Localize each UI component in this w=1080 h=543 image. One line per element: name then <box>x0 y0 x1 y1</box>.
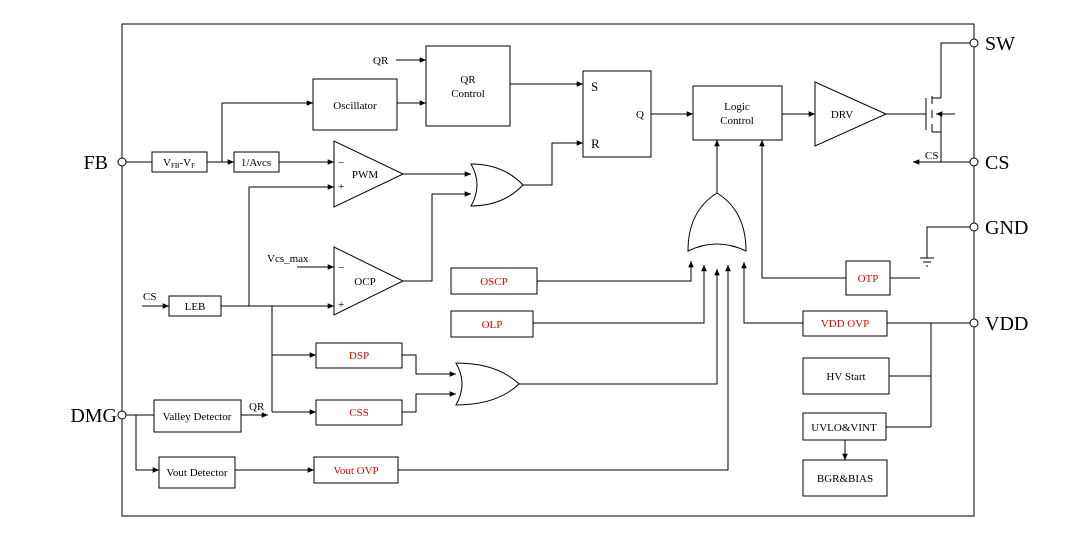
bgr-bias-label: BGR&BIAS <box>817 473 873 485</box>
pin-fb-terminal <box>117 157 127 167</box>
olp-block: OLP <box>450 310 534 338</box>
wires <box>126 42 970 473</box>
ocp-label: OCP <box>354 276 375 288</box>
pin-sw-terminal <box>969 38 979 48</box>
pin-fb-label: FB <box>84 152 108 174</box>
valley-detector-label: Valley Detector <box>163 411 232 423</box>
drv-block: DRV <box>814 81 888 147</box>
or-gate-protections <box>687 192 747 252</box>
olp-label: OLP <box>482 319 503 331</box>
vout-detector-block: Vout Detector <box>158 456 236 489</box>
pin-gnd-terminal <box>969 222 979 232</box>
pin-vdd-terminal <box>969 318 979 328</box>
uvlo-vint-label: UVLO&VINT <box>811 422 877 434</box>
latch-s-label: S <box>591 79 598 94</box>
pwm-label: PWM <box>352 169 379 181</box>
latch-r-label: R <box>591 136 600 151</box>
sr-latch-block: S R Q <box>582 70 652 158</box>
hv-start-label: HV Start <box>826 371 865 383</box>
oscillator-label: Oscillator <box>333 100 377 112</box>
cs-input-label: CS <box>143 291 156 303</box>
valley-detector-block: Valley Detector <box>153 399 242 433</box>
vdd-ovp-block: VDD OVP <box>802 310 888 337</box>
pin-sw-label: SW <box>985 33 1015 55</box>
or-gate-dsp-css <box>455 362 520 406</box>
vfb-sub2: F <box>191 162 195 170</box>
pwm-comparator: − + PWM <box>333 140 405 208</box>
or-gate-pwm-ocp <box>470 163 524 207</box>
css-label: CSS <box>349 407 369 419</box>
logic-label-2: Control <box>720 115 754 127</box>
vout-detector-label: Vout Detector <box>166 467 228 479</box>
pin-cs-terminal <box>969 157 979 167</box>
ocp-comparator: − + OCP <box>333 246 405 316</box>
svg-text:VFB-VF: VFB-VF <box>163 157 195 170</box>
qr-control-block: QR Control <box>425 45 511 127</box>
dsp-block: DSP <box>315 342 403 369</box>
dsp-label: DSP <box>349 350 369 362</box>
vfb-vf-block: VFB-VF <box>151 151 208 173</box>
avcs-block: 1/Avcs <box>233 151 280 173</box>
oscillator-block: Oscillator <box>312 78 398 131</box>
leb-label: LEB <box>185 301 206 313</box>
qr-control-label-1: QR <box>460 74 476 86</box>
pwm-plus: + <box>338 181 344 193</box>
pwm-minus: − <box>338 157 344 169</box>
hv-start-block: HV Start <box>802 357 890 395</box>
vfb-main: V <box>163 157 171 169</box>
otp-block: OTP <box>845 260 891 296</box>
vdd-ovp-label: VDD OVP <box>821 318 870 330</box>
pin-cs-label: CS <box>985 152 1009 174</box>
qr-control-label-2: Control <box>451 88 485 100</box>
ocp-minus: − <box>338 262 344 274</box>
uvlo-vint-block: UVLO&VINT <box>802 412 887 441</box>
qr-output-label: QR <box>249 401 265 413</box>
drv-label: DRV <box>831 109 853 121</box>
avcs-label: 1/Avcs <box>241 157 271 169</box>
vout-ovp-label: Vout OVP <box>333 465 378 477</box>
pin-dmg-terminal <box>117 410 127 420</box>
latch-q-label: Q <box>636 109 644 121</box>
ocp-plus: + <box>338 299 344 311</box>
oscp-block: OSCP <box>450 267 538 295</box>
cs-output-label: CS <box>925 150 938 162</box>
otp-label: OTP <box>858 273 879 285</box>
pin-dmg-label: DMG <box>70 405 117 427</box>
vfb-mid: -V <box>180 157 192 169</box>
mosfet-symbol <box>925 96 955 133</box>
logic-label-1: Logic <box>724 101 750 113</box>
chip-outline <box>121 23 975 517</box>
pin-gnd-label: GND <box>985 217 1028 239</box>
vfb-sub1: FB <box>171 162 180 170</box>
bgr-bias-block: BGR&BIAS <box>802 459 888 497</box>
logic-control-block: Logic Control <box>692 85 783 141</box>
css-block: CSS <box>315 399 403 426</box>
oscp-label: OSCP <box>480 276 508 288</box>
qr-input-label: QR <box>373 55 389 67</box>
pin-vdd-label: VDD <box>985 313 1028 335</box>
vout-ovp-block: Vout OVP <box>313 456 399 484</box>
vcs-max-label: Vcs_max <box>267 253 309 265</box>
leb-block: LEB <box>168 295 222 317</box>
